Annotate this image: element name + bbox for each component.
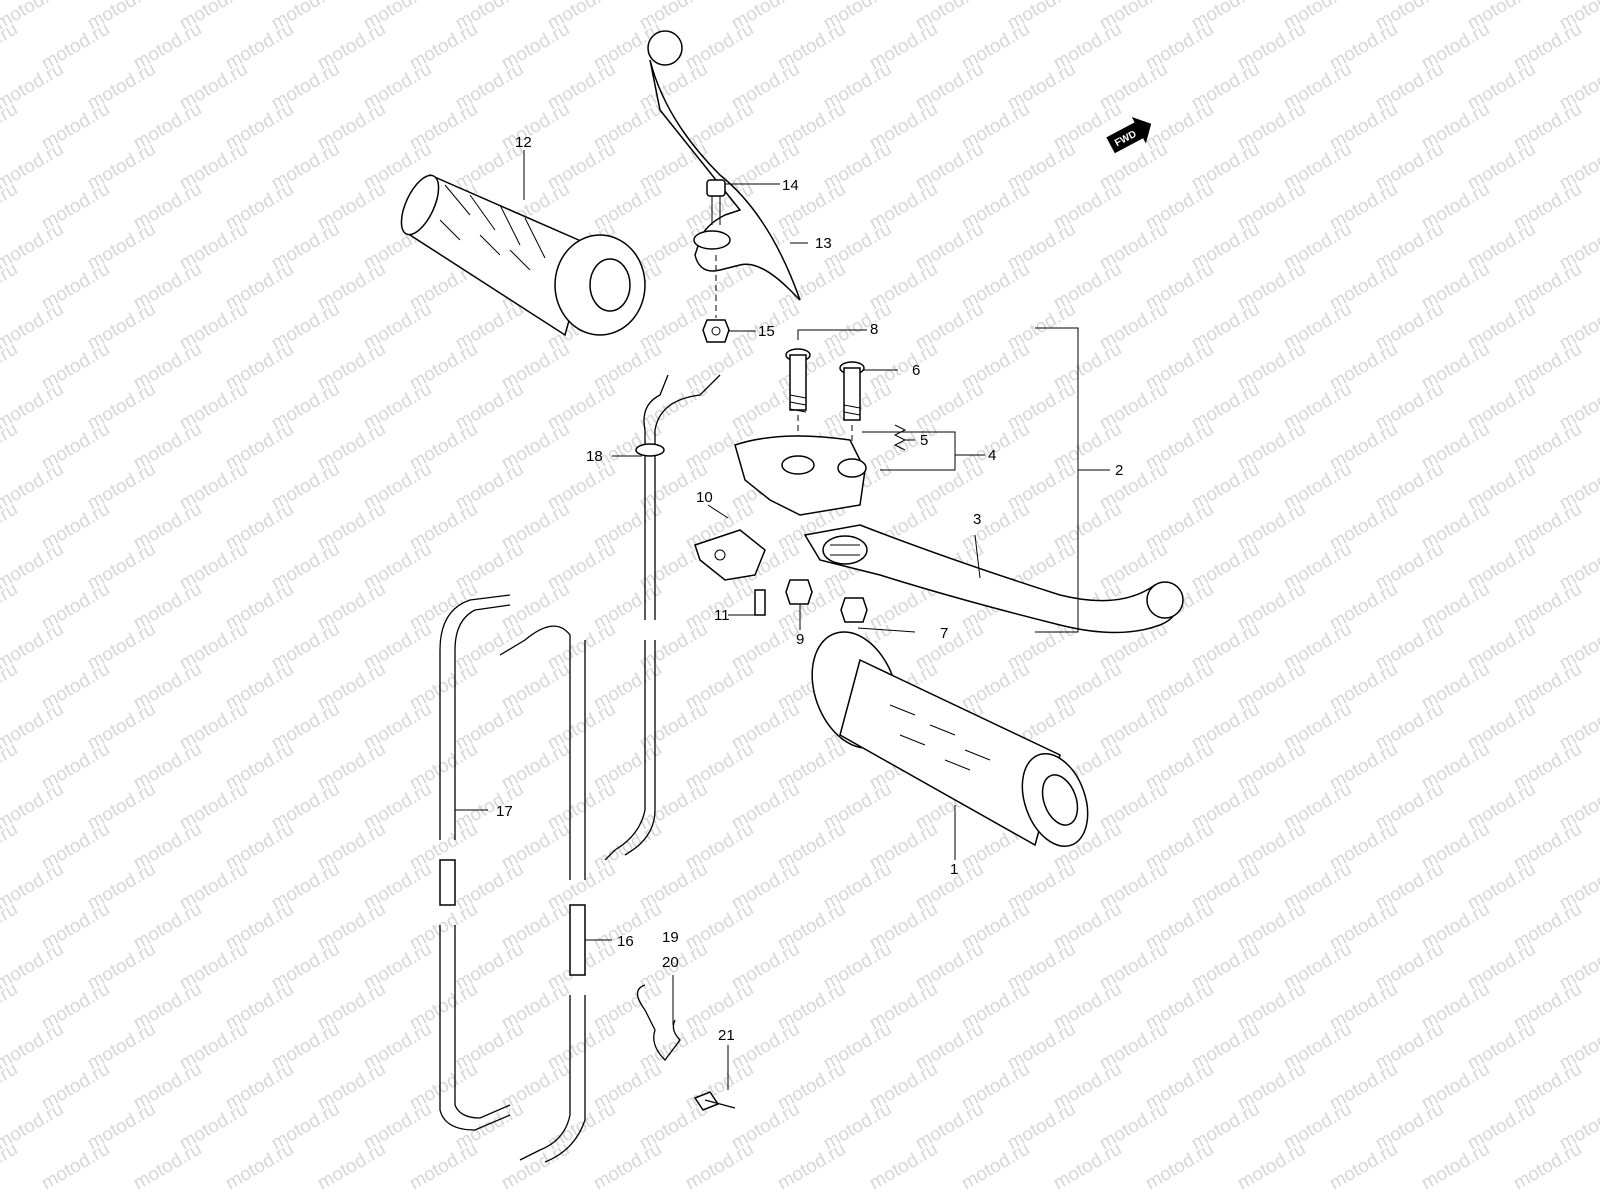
watermark-text: motod.ru	[0, 1059, 21, 1115]
watermark-text: motod.ru	[314, 1139, 389, 1195]
callout-4: 4	[988, 447, 996, 464]
bolts-6-8	[785, 348, 907, 455]
callout-10: 10	[696, 489, 713, 506]
callout-20: 20	[662, 954, 679, 971]
watermark-text: motod.ru	[0, 1139, 21, 1195]
callout-17: 17	[496, 803, 513, 820]
watermark-text: motod.ru	[38, 1139, 113, 1195]
callout-2: 2	[1115, 462, 1123, 479]
watermark-text: motod.ru	[774, 1139, 849, 1195]
callout-21: 21	[718, 1027, 735, 1044]
callout-1: 1	[950, 861, 958, 878]
watermark-text: motod.ru	[498, 1139, 573, 1195]
watermark-text: motod.ru	[0, 739, 21, 795]
watermark-text: motod.ru	[958, 1139, 1033, 1195]
lever-holder	[734, 435, 867, 516]
watermark-text: motod.ru	[0, 899, 21, 955]
callout-7: 7	[940, 625, 948, 642]
left-grip	[400, 150, 646, 337]
watermark-text: motod.ru	[0, 99, 21, 155]
watermark-text: motod.ru	[1234, 1139, 1309, 1195]
callout-9: 9	[796, 631, 804, 648]
watermark-text: motod.ru	[0, 419, 21, 475]
watermark-text: motod.ru	[0, 259, 21, 315]
watermark-text: motod.ru	[682, 1139, 757, 1195]
watermark-text: motod.ru	[1142, 1139, 1217, 1195]
watermark-text: motod.ru	[1510, 1139, 1585, 1195]
watermark-text: motod.ru	[0, 339, 21, 395]
callout-18: 18	[586, 448, 603, 465]
callout-6: 6	[912, 362, 920, 379]
callout-11: 11	[714, 607, 730, 624]
watermark-text: motod.ru	[0, 579, 21, 635]
watermark-text: motod.ru	[866, 1139, 941, 1195]
watermark-text: motod.ru	[0, 19, 21, 75]
callout-3: 3	[973, 511, 981, 528]
right-grip	[811, 631, 1089, 860]
leader-lines	[612, 183, 1110, 633]
callout-19: 19	[662, 929, 679, 946]
cable-16	[499, 625, 612, 1163]
watermark-text: motod.ru	[0, 819, 21, 875]
watermark-text: motod.ru	[590, 1139, 665, 1195]
clamp-and-bolt	[636, 975, 736, 1111]
watermark-text: motod.ru	[0, 179, 21, 235]
cable-17	[439, 594, 511, 1131]
watermark-text: motod.ru	[1418, 1139, 1493, 1195]
watermark-text: motod.ru	[222, 1139, 297, 1195]
callout-5: 5	[920, 432, 928, 449]
watermark-text: motod.ru	[130, 1139, 205, 1195]
watermark-text: motod.ru	[0, 499, 21, 555]
callout-15: 15	[758, 323, 775, 340]
right-lever	[803, 524, 1184, 634]
callout-12: 12	[515, 134, 532, 151]
switch-and-nuts	[694, 529, 868, 623]
callout-8: 8	[870, 321, 878, 338]
callout-14: 14	[782, 177, 799, 194]
watermark-text: motod.ru	[1326, 1139, 1401, 1195]
watermark-text: motod.ru	[406, 1139, 481, 1195]
fwd-arrow-icon: FWD	[1106, 117, 1152, 154]
callout-13: 13	[815, 235, 832, 252]
cable-18	[604, 374, 721, 861]
upper-clutch-lever	[647, 30, 801, 343]
watermark-text: motod.ru	[0, 979, 21, 1035]
callout-labels: 1 2 3 4 5 6 7 8 9 10 11 12 13 14 15 16 1…	[496, 134, 1123, 1044]
watermark-text: motod.ru	[1050, 1139, 1125, 1195]
watermark-text: motod.ru	[0, 659, 21, 715]
callout-16: 16	[617, 933, 634, 950]
